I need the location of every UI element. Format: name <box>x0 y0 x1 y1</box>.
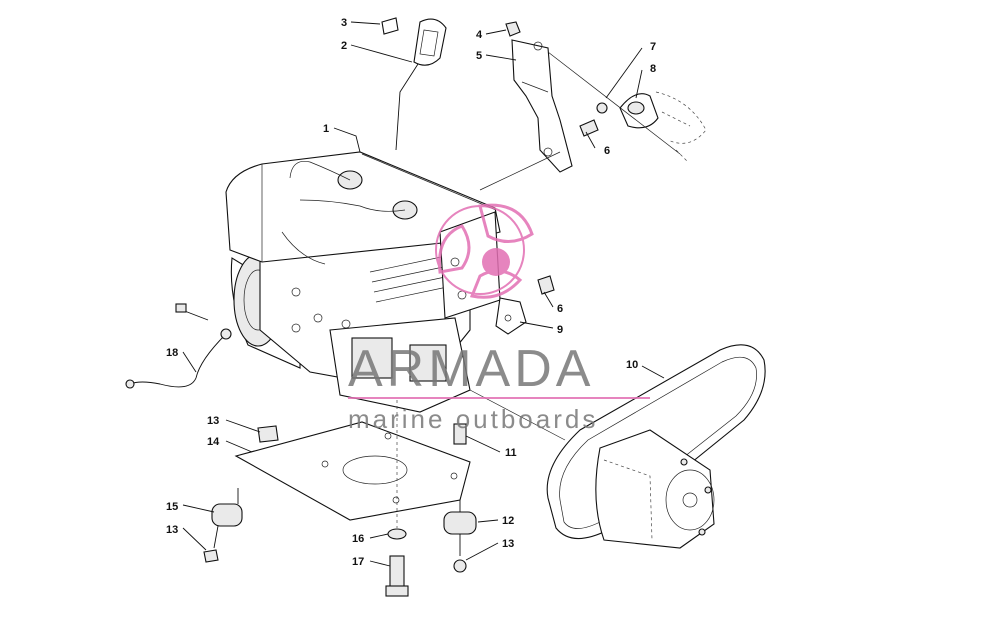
callout-15: 15 <box>166 501 178 513</box>
cap-screw <box>453 423 467 445</box>
engine-plate <box>234 421 471 521</box>
rubber-isolator <box>443 500 477 556</box>
callout-12: 12 <box>502 515 514 527</box>
armada-logo-icon <box>435 203 534 299</box>
cap-screw <box>385 555 409 597</box>
callout-5: 5 <box>476 50 482 62</box>
flange-nut <box>203 549 219 563</box>
callout-3: 3 <box>341 17 347 29</box>
armada-watermark: ARMADA marine outboards <box>348 203 650 434</box>
callout-4: 4 <box>476 29 483 41</box>
callout-labels: 3 2 4 5 7 8 6 1 6 9 10 11 12 13 13 14 15… <box>166 17 656 568</box>
engine-assembly <box>225 151 566 441</box>
flange-nut <box>257 425 279 443</box>
ground-wire <box>125 303 232 389</box>
callout-16: 16 <box>352 533 364 545</box>
mount-bracket <box>495 297 527 335</box>
callout-6: 6 <box>557 303 563 315</box>
bolt <box>505 21 521 37</box>
callout-13: 13 <box>166 524 178 536</box>
clip <box>381 17 399 35</box>
flange-nut <box>453 559 467 573</box>
callout-13: 13 <box>502 538 514 550</box>
callout-13: 13 <box>207 415 219 427</box>
callout-6: 6 <box>604 145 610 157</box>
engine-bracket <box>511 39 573 173</box>
callout-18: 18 <box>166 347 178 359</box>
bolt <box>579 119 599 137</box>
starter-handle <box>395 18 447 151</box>
leader-lines <box>182 21 665 567</box>
callout-17: 17 <box>352 556 364 568</box>
watermark-name: ARMADA <box>348 340 594 398</box>
callout-7: 7 <box>650 41 656 53</box>
callout-10: 10 <box>626 359 638 371</box>
callout-9: 9 <box>557 324 563 336</box>
rubber-isolator <box>211 488 243 549</box>
callout-14: 14 <box>207 436 220 448</box>
bolt <box>537 275 555 295</box>
nut <box>596 102 608 114</box>
callout-2: 2 <box>341 40 347 52</box>
watermark-tagline: marine outboards <box>348 404 598 434</box>
rubber-mount <box>619 91 707 163</box>
callout-8: 8 <box>650 63 656 75</box>
callout-1: 1 <box>323 123 329 135</box>
drive-clutch <box>595 429 715 549</box>
callout-11: 11 <box>505 447 517 459</box>
